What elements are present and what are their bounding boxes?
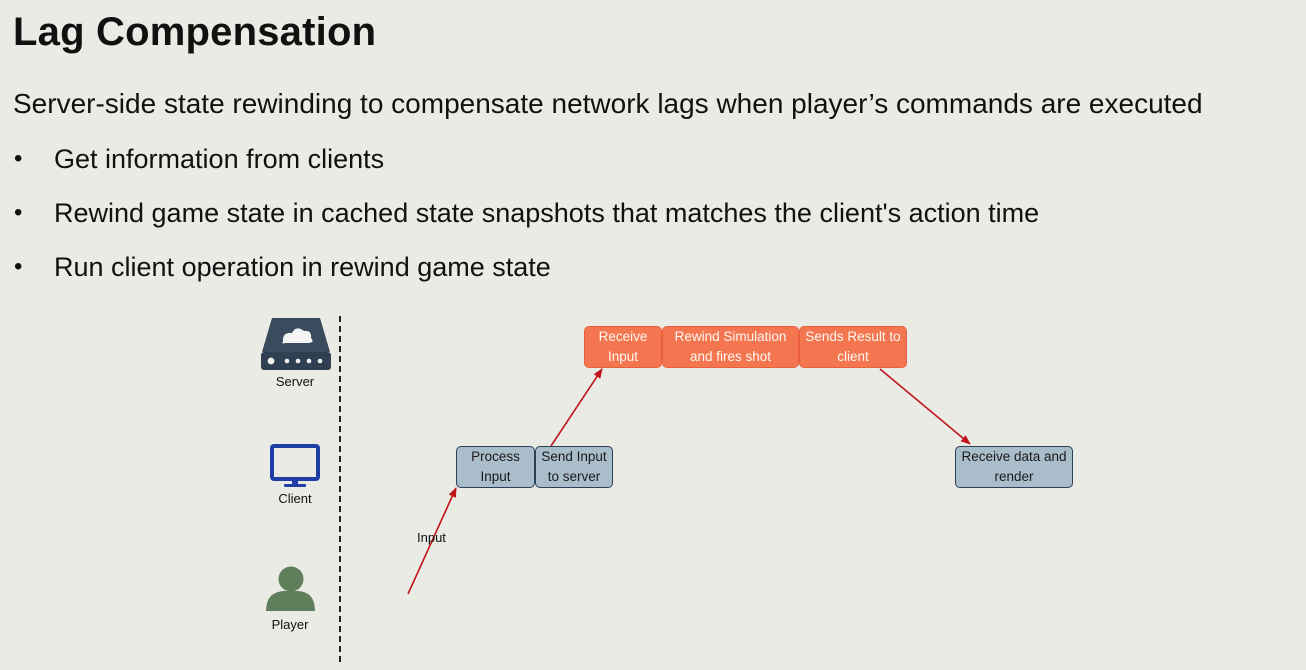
server-icon xyxy=(261,318,331,370)
monitor-icon xyxy=(270,444,320,487)
bullet-text: Rewind game state in cached state snapsh… xyxy=(54,198,1040,228)
lane-label-player: Player xyxy=(271,617,309,632)
bullet-item: • Rewind game state in cached state snaps… xyxy=(14,196,1039,250)
bullet-text: Get information from clients xyxy=(54,144,385,174)
input-arrow-label: Input xyxy=(417,530,446,545)
box-line: Input xyxy=(480,469,511,484)
send-input-box: Send Input to server xyxy=(535,446,613,488)
arrow-result-to-client xyxy=(879,368,971,445)
bullet-text: Run client operation in rewind game stat… xyxy=(54,252,551,282)
box-line: Receive xyxy=(598,329,648,344)
box-line: Process xyxy=(471,449,520,464)
bullet-dot: • xyxy=(14,145,23,172)
bullet-item: • Get information from clients xyxy=(14,142,1039,196)
lane-label-server: Server xyxy=(275,374,315,389)
box-line: Receive data and xyxy=(961,449,1067,464)
box-line: Send Input xyxy=(541,449,607,464)
sends-result-box: Sends Result to client xyxy=(799,326,907,368)
arrow-input-to-process xyxy=(407,487,457,595)
box-line: to server xyxy=(547,469,601,484)
rewind-simulation-box: Rewind Simulation and fires shot xyxy=(662,326,799,368)
slide-subtitle: Server-side state rewinding to compensat… xyxy=(13,88,1203,119)
receive-data-box: Receive data and render xyxy=(955,446,1073,488)
arrow-send-to-receive xyxy=(550,368,603,447)
bullet-dot: • xyxy=(14,253,23,280)
box-line: Input xyxy=(607,349,639,364)
box-line: client xyxy=(837,349,869,364)
box-line: and fires shot xyxy=(689,349,772,364)
box-line: render xyxy=(994,469,1034,484)
bullet-list: • Get information from clients • Rewind ga… xyxy=(14,142,1039,304)
lane-divider xyxy=(339,316,341,662)
bullet-dot: • xyxy=(14,199,23,226)
slide-title: Lag Compensation xyxy=(13,10,377,54)
person-icon xyxy=(266,566,315,611)
bullet-item: • Run client operation in rewind game sta… xyxy=(14,250,1039,304)
box-line: Sends Result to xyxy=(805,329,901,344)
lane-label-client: Client xyxy=(278,491,312,506)
box-line: Rewind Simulation xyxy=(674,329,787,344)
